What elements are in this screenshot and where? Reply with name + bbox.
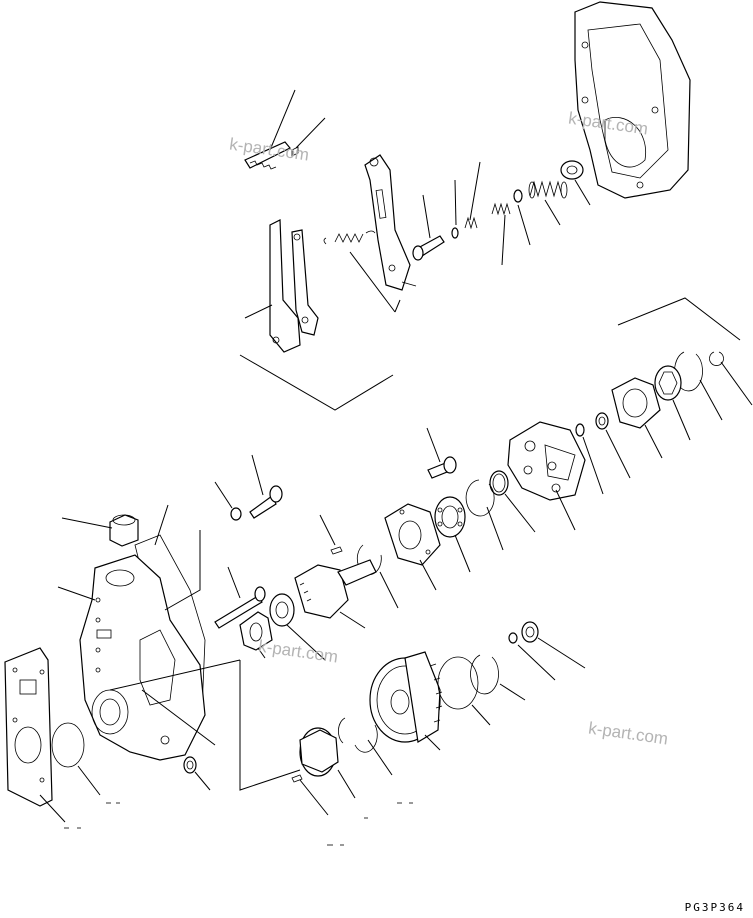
small-washer-part [575,423,585,437]
gear-ring-part [437,656,479,710]
key-part-2 [291,774,303,783]
governor-weight-part [507,421,586,501]
sleeve-part [611,377,661,429]
small-nut-part [183,756,197,774]
flange-bolt-part [427,456,457,479]
plug-part [109,514,139,547]
snap-ring-part [674,351,703,392]
split-ring-part [337,717,378,753]
link-bracket-part [269,219,319,353]
key-part [330,546,343,555]
spring-part-2 [464,216,478,230]
housing-cover-part [574,1,691,199]
drive-shaft-gear-part [294,559,377,619]
gasket-plate-part [4,647,53,807]
spring-part [528,180,568,199]
small-spring-part [491,202,511,216]
snap-ring-part-2 [465,479,495,517]
nut-part [560,160,584,180]
bolt-part [249,485,283,519]
shaft-pin-part [412,235,445,261]
large-gear-part [369,651,443,743]
clip-ring-part [709,351,724,366]
ring-part [451,227,459,239]
bearing-part-2 [269,593,295,627]
pump-body-part [79,554,206,761]
lever-arm-part [364,154,417,291]
clip-part [244,141,291,170]
washer-part [513,189,523,203]
hub-cap-part [299,727,339,777]
lever-spring-part [323,230,376,245]
sleeve-part-2 [521,621,539,643]
washer-part-3 [508,632,518,644]
o-ring-part [51,722,85,768]
hex-nut-part [654,365,682,401]
washer-part-2 [230,507,242,521]
flange-part [384,503,441,566]
snap-ring-part-4 [470,654,499,695]
bearing-part [434,496,466,538]
bushing-part [595,412,609,430]
collar-part [239,611,273,651]
long-bolt-part [214,586,266,629]
drawing-code: PG3P364 [684,901,745,914]
